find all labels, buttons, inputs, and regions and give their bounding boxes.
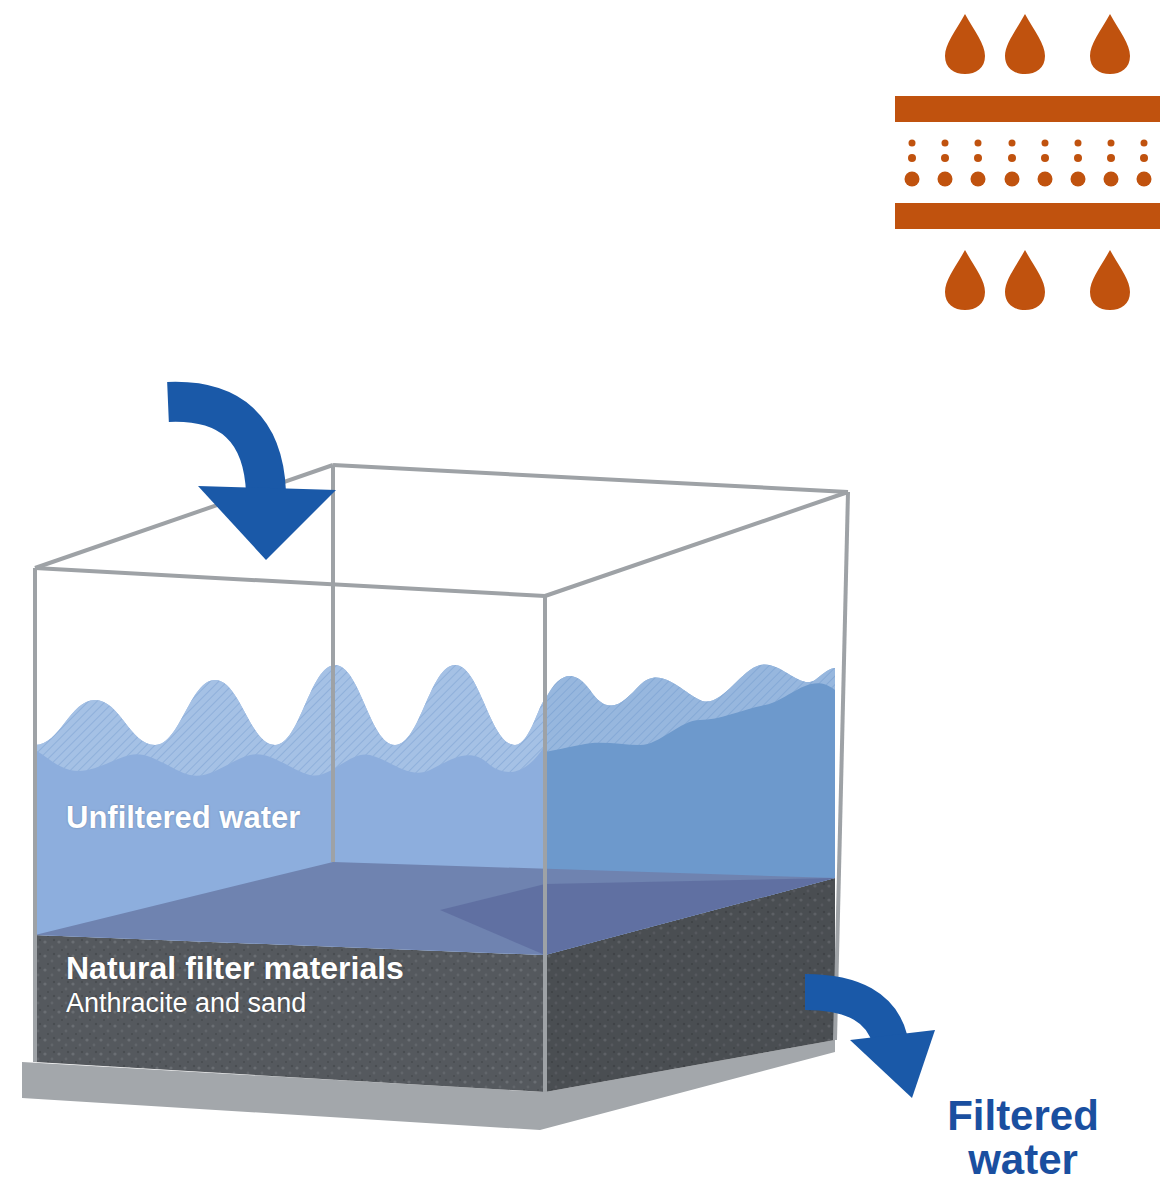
layer-heading: Natural filter materials — [66, 950, 536, 987]
outflow-arrowhead — [850, 1030, 935, 1098]
outflow-arrow — [805, 992, 890, 1040]
layer-heading: Unfiltered water — [66, 800, 536, 836]
output-label: Filtered water — [912, 1094, 1134, 1182]
layer-subtext: Anthracite and sand — [66, 987, 536, 1019]
water-layer: Unfiltered water — [66, 800, 536, 840]
wave-hatch-side — [545, 664, 835, 752]
inflow-arrowhead — [198, 486, 336, 560]
filter-top-shade — [440, 878, 835, 955]
tank-outline — [35, 465, 848, 1092]
wave-hatch — [35, 665, 545, 776]
filter-icon — [895, 14, 1160, 310]
inflow-arrow — [168, 402, 266, 492]
filter-layer: Natural filter materialsAnthracite and s… — [66, 950, 536, 1024]
filter-front — [35, 935, 545, 1092]
filter-top — [35, 862, 835, 955]
